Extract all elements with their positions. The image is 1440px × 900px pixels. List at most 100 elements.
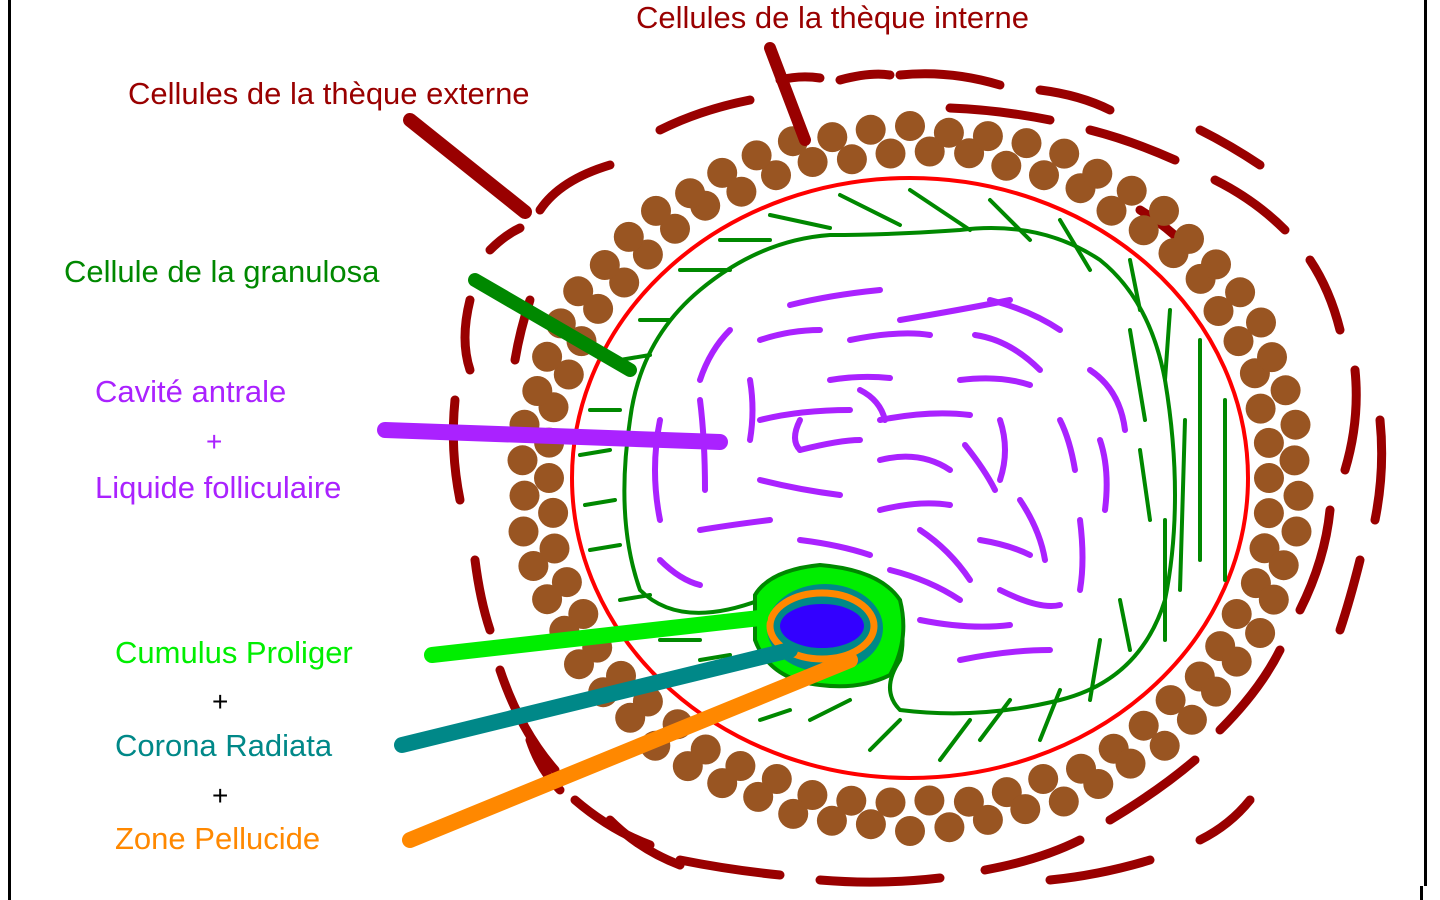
theca-interna-cell (707, 768, 738, 799)
pointer-theque-interne (764, 42, 811, 146)
theca-interna-cell (1254, 463, 1284, 493)
label-cavite: Cavité antrale (95, 374, 287, 409)
theca-interna-cell (895, 816, 925, 846)
pointer-cavite (377, 422, 728, 450)
theca-interna-cell (1096, 195, 1127, 226)
theca-interna-cell (1257, 342, 1287, 373)
theca-interna-cell (836, 785, 867, 816)
theca-interna-cell (1011, 128, 1042, 159)
theca-interna-cell (1258, 584, 1289, 615)
theca-interna-cell (613, 221, 644, 252)
theca-interna-cell (741, 140, 772, 171)
theca-interna-cell (1281, 516, 1312, 547)
theca-interna-cell (660, 213, 690, 244)
theca-interna-cells (507, 111, 1314, 846)
theca-interna-cell (1245, 618, 1276, 648)
label-theque-externe: Cellules de la thèque externe (128, 76, 530, 111)
pointer-theque-externe (403, 113, 532, 219)
theca-interna-cell (1028, 764, 1059, 794)
theca-interna-cell (1115, 748, 1146, 779)
oocyte (780, 604, 864, 648)
frame-border-right (1424, 0, 1427, 886)
theca-interna-cell (1268, 550, 1299, 581)
pointer-corona (394, 642, 798, 753)
theca-interna-cell (934, 812, 965, 843)
theca-interna-cell (933, 117, 964, 148)
theca-interna-cell (761, 764, 792, 794)
theca-interna-cell (1010, 794, 1041, 825)
theca-interna-cell (1253, 498, 1284, 529)
label-cumulus: Cumulus Proliger (115, 635, 353, 670)
pointer-cumulus (424, 610, 768, 663)
theca-interna-cell (508, 516, 539, 547)
theca-interna-cell (972, 804, 1003, 835)
theca-interna-cell (726, 176, 757, 207)
basal-membrane (570, 176, 1250, 780)
theca-interna-cell (991, 150, 1022, 181)
frame-border-stub (1420, 886, 1423, 900)
theca-interna-cell (563, 276, 594, 307)
theca-interna-cell (972, 121, 1003, 152)
theca-interna-cell (538, 497, 569, 528)
theca-interna-cell (816, 805, 847, 836)
theca-interna-cell (761, 160, 791, 191)
label-liquide: Liquide folliculaire (95, 470, 342, 505)
label-plus-3: + (212, 780, 229, 811)
theca-interna-cell (797, 147, 828, 177)
theca-interna-cell (1128, 215, 1159, 246)
theca-interna-cell (1245, 393, 1276, 424)
theca-interna-cell (1082, 158, 1113, 189)
label-granulosa: Cellule de la granulosa (64, 254, 380, 289)
theca-interna-cell (1283, 480, 1314, 511)
theca-interna-cell (1128, 710, 1159, 741)
theca-interna-cell (518, 551, 549, 581)
label-corona: Corona Radiata (115, 728, 333, 763)
theca-interna-cell (953, 786, 984, 817)
theca-interna-cell (641, 195, 671, 226)
pointer-granulosa (468, 273, 637, 377)
theca-interna-cell (522, 376, 553, 406)
theca-interna-cell (875, 787, 906, 818)
theca-interna-cell (743, 781, 774, 812)
theca-interna-cell (1203, 296, 1234, 326)
theca-interna-cell (778, 798, 809, 829)
theca-interna-cell (707, 157, 738, 188)
theca-interna-cell (875, 138, 906, 169)
theca-interna-cell (1221, 599, 1252, 629)
follicular-fluid (652, 287, 1128, 663)
theca-interna-cell (1253, 427, 1284, 458)
theca-interna-cell (564, 649, 594, 680)
theca-interna-cell (551, 567, 582, 598)
theca-interna-cell (1279, 445, 1310, 476)
theca-interna-cell (1029, 160, 1059, 191)
theca-interna-cell (672, 751, 703, 782)
theca-interna-cell (1221, 646, 1252, 677)
theca-interna-cell (553, 359, 584, 390)
theca-interna-cell (532, 341, 563, 372)
theca-interna-cell (539, 533, 570, 564)
theca-interna-cell (1246, 307, 1276, 338)
theca-interna-cell (797, 780, 828, 810)
theca-interna-cell (1155, 685, 1186, 716)
theca-interna-cell (1201, 249, 1231, 280)
zona-pellucida (766, 589, 878, 663)
theca-interna-cell (1174, 223, 1204, 254)
theca-interna-cell (855, 809, 886, 840)
theca-interna-cell (583, 293, 614, 324)
theca-interna-cell (1049, 138, 1080, 169)
theca-interna-cell (836, 144, 867, 175)
label-zone: Zone Pellucide (115, 821, 321, 856)
theca-interna-cell (675, 178, 706, 209)
theca-interna-cell (589, 250, 620, 280)
theca-interna-cell (1176, 704, 1207, 735)
theca-interna-cell (507, 445, 538, 476)
theca-interna-cell (532, 584, 563, 615)
theca-interna-cell (1249, 533, 1280, 564)
theca-interna-cell (1270, 375, 1301, 406)
antral-cavity-outline (622, 226, 1177, 716)
theca-interna-cell (1083, 769, 1114, 799)
theca-interna-cell (1201, 676, 1231, 707)
theca-interna-cell (1048, 786, 1079, 817)
